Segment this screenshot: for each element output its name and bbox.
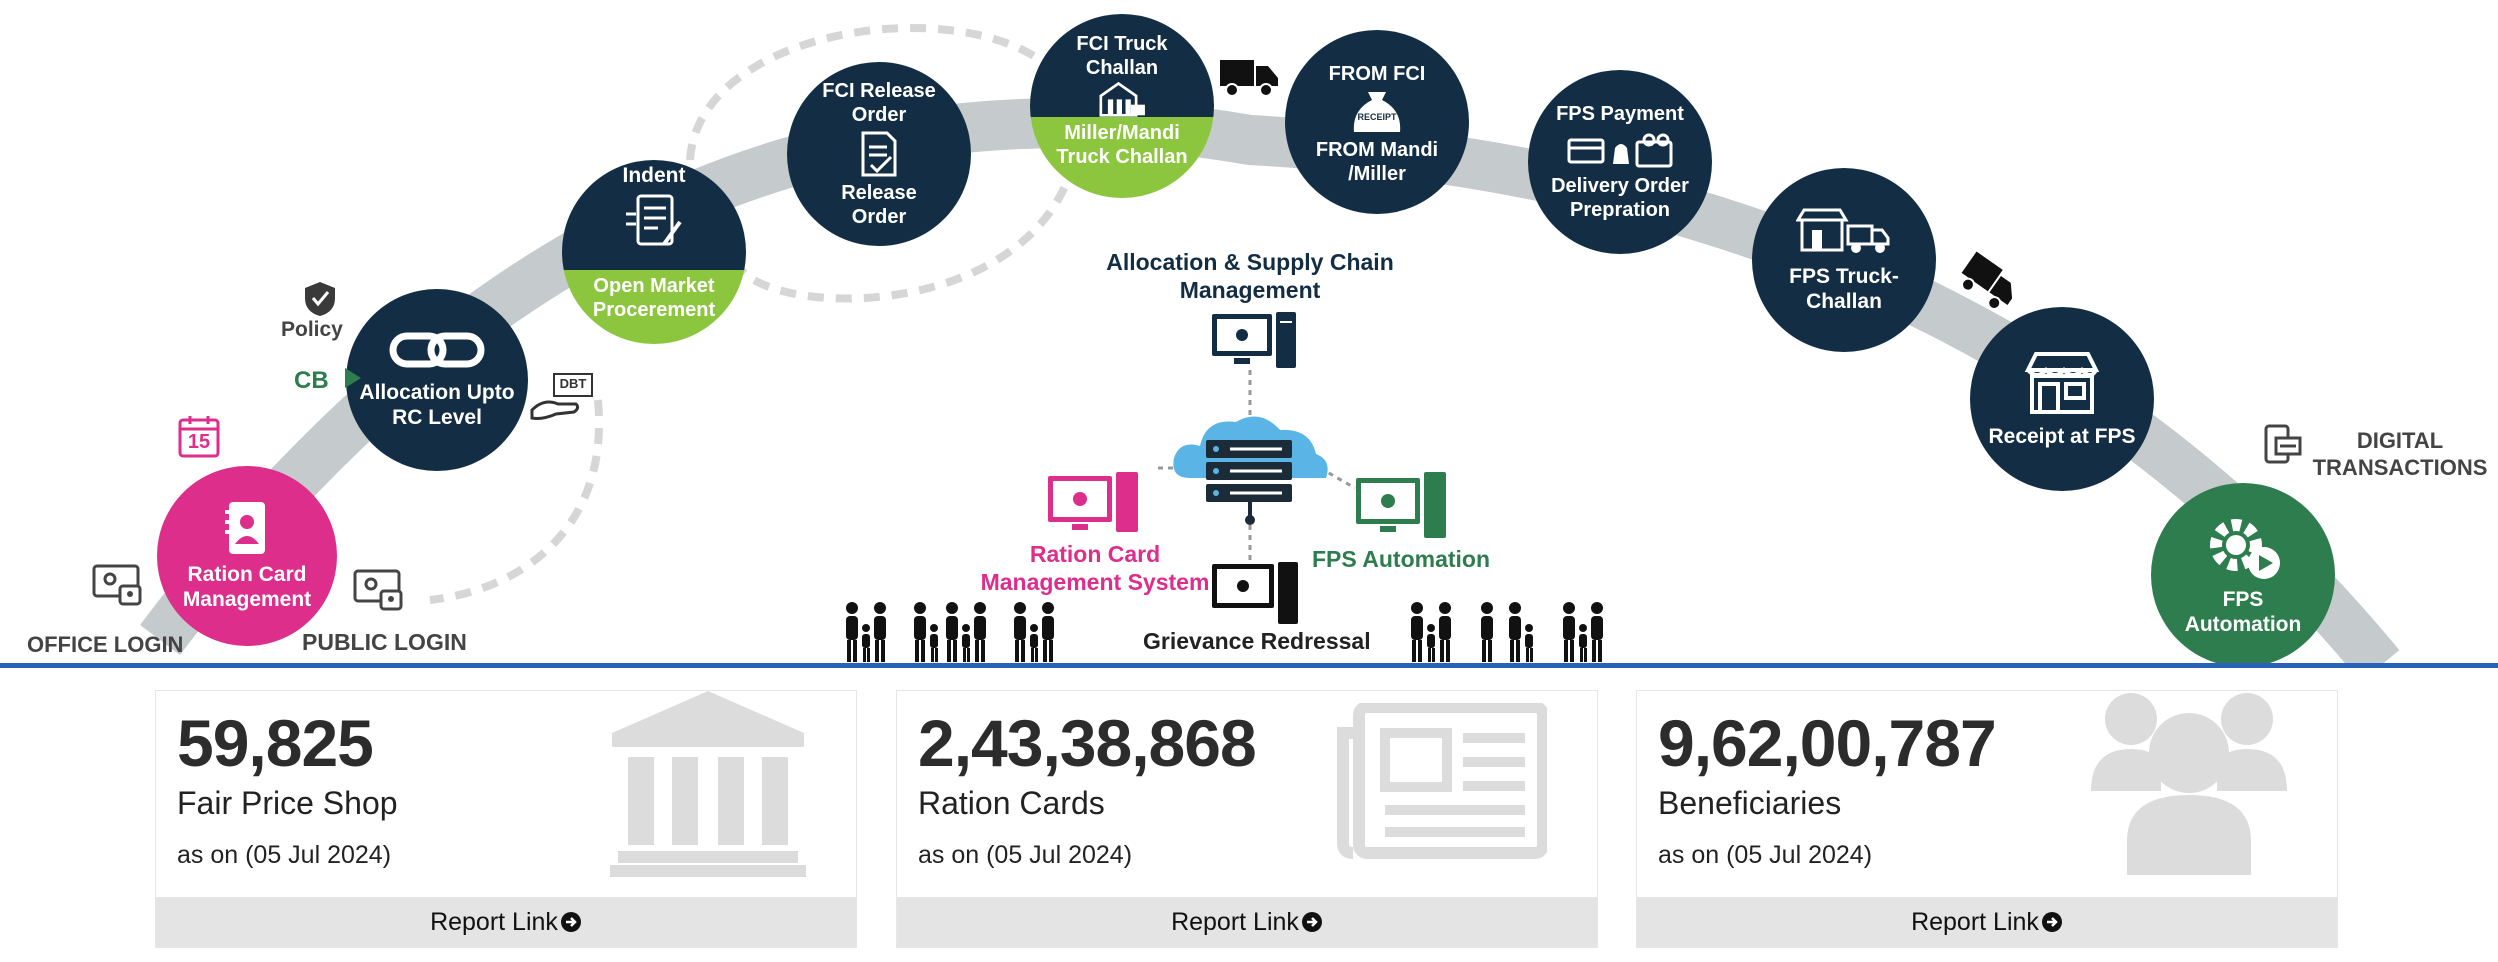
- report-link-label: Report Link: [1911, 907, 2039, 936]
- payment-icon: [1567, 133, 1673, 168]
- warehouse-icon: [1099, 81, 1145, 117]
- fps-automation-label: FPS Automation: [1312, 546, 1491, 572]
- arrow-circle-right-icon: [560, 912, 581, 932]
- gear-play-icon: [2210, 519, 2280, 579]
- stat-date: as on (05 Jul 2024): [1658, 841, 1873, 869]
- store-icon: [2024, 351, 2100, 414]
- node-label: FPS Truck-Challan: [1789, 265, 1899, 313]
- stat-value: 2,43,38,868: [918, 706, 1257, 780]
- node-receipt-from-fci[interactable]: FROM FCI RECEIPT FROM Mandi /Miller: [1285, 30, 1469, 214]
- public-login-link[interactable]: PUBLIC LOGIN: [302, 629, 467, 655]
- node-fps-payment[interactable]: FPS Payment Delivery Order Prepration: [1528, 70, 1712, 254]
- report-link-button[interactable]: Report Link: [156, 897, 856, 947]
- arrow-circle-right-icon: [1301, 912, 1322, 932]
- grievance-computer-icon: [1212, 562, 1298, 624]
- node-label-bottom: Open Market Procerement: [592, 275, 716, 322]
- node-label-bottom: Miller/Mandi Truck Challan: [1056, 122, 1188, 169]
- stat-card-beneficiaries: 9,62,00,787 Beneficiaries as on (05 Jul …: [1636, 690, 2338, 948]
- node-fci-release-order[interactable]: FCI Release Order Release Order: [787, 62, 971, 246]
- id-book-icon: [225, 502, 265, 554]
- stat-label: Fair Price Shop: [177, 785, 398, 821]
- report-link-button[interactable]: Report Link: [1637, 897, 2337, 947]
- stat-date: as on (05 Jul 2024): [177, 841, 392, 869]
- truck-challan-bottom: Miller/Mandi Truck Challan: [1030, 117, 1214, 198]
- rcms-computer-icon: [1048, 472, 1138, 532]
- node-allocation-upto-rc[interactable]: Allocation Upto RC Level: [346, 289, 528, 471]
- report-link-button[interactable]: Report Link: [897, 897, 1597, 947]
- people-group-icon: [1411, 602, 1603, 662]
- stat-card-ration-cards: 2,43,38,868 Ration Cards as on (05 Jul 2…: [896, 690, 1598, 948]
- link-chain-icon: [389, 332, 485, 368]
- dbt-hand-icon: DBT: [530, 372, 596, 422]
- truck-challan-top: FCI Truck Challan: [1030, 14, 1214, 118]
- dbt-label: DBT: [559, 376, 587, 391]
- supply-chain-infographic: Ration Card Management Allocation Upto R…: [27, 14, 2488, 667]
- dashed-loop-left: [429, 399, 604, 604]
- stat-date: as on (05 Jul 2024): [918, 841, 1133, 869]
- office-login-icon[interactable]: [92, 564, 144, 608]
- play-arrow-icon: [345, 368, 361, 388]
- digital-transactions-icon: [2264, 424, 2302, 464]
- arrow-circle-right-icon: [2041, 912, 2062, 932]
- people-group-icon: [846, 602, 1054, 662]
- office-login-link[interactable]: OFFICE LOGIN: [27, 632, 184, 657]
- node-label-top: FPS Payment: [1556, 103, 1684, 125]
- computer-icon: [1212, 312, 1296, 368]
- indent-top: Indent: [562, 160, 746, 271]
- stat-value: 9,62,00,787: [1658, 706, 1997, 780]
- fps-automation-computer-icon: [1356, 472, 1446, 538]
- receipt-tag: RECEIPT: [1357, 112, 1397, 122]
- node-truck-challan[interactable]: FCI Truck Challan Miller/Mandi Truck Cha…: [1030, 14, 1214, 198]
- node-label-bottom: Delivery Order Prepration: [1551, 175, 1689, 221]
- node-label-top: FCI Truck Challan: [1076, 33, 1168, 79]
- node-label: FPS Automation: [2184, 588, 2302, 636]
- node-label: Allocation Upto RC Level: [359, 381, 515, 429]
- dashed-loop-top: [686, 24, 1085, 303]
- policy-label: Policy: [281, 318, 343, 341]
- stat-card-fair-price-shop: 59,825 Fair Price Shop as on (05 Jul 202…: [155, 690, 857, 948]
- node-fps-truck-challan[interactable]: FPS Truck-Challan: [1752, 168, 1936, 352]
- grievance-label: Grievance Redressal: [1143, 628, 1371, 654]
- document-check-icon: [861, 131, 897, 177]
- connector-right: [1319, 466, 1356, 490]
- cloud-server-icon: [1173, 416, 1328, 525]
- stat-label: Ration Cards: [918, 785, 1105, 821]
- newspaper-icon: [1337, 703, 1547, 859]
- cb-label: CB: [294, 367, 329, 394]
- node-fps-automation[interactable]: FPS Automation: [2151, 483, 2335, 667]
- indent-bottom: Open Market Procerement: [562, 270, 746, 344]
- node-ration-card-management[interactable]: Ration Card Management: [157, 466, 337, 646]
- truck-icon: [1220, 60, 1278, 97]
- digital-transactions-label: DIGITAL TRANSACTIONS: [2312, 428, 2488, 480]
- stat-value: 59,825: [177, 706, 374, 780]
- node-label-top: FCI Release Order: [822, 80, 936, 126]
- users-group-icon: [2091, 693, 2287, 875]
- node-label-bottom: FROM Mandi /Miller: [1315, 139, 1439, 185]
- report-link-label: Report Link: [1171, 907, 1299, 936]
- bank-building-icon: [610, 691, 806, 877]
- section-divider: [0, 663, 2498, 668]
- receipt-bag-icon: RECEIPT: [1350, 90, 1404, 134]
- calendar-icon: 15: [178, 414, 220, 458]
- checklist-icon: [626, 194, 682, 246]
- stat-label: Beneficiaries: [1658, 785, 1842, 821]
- shop-truck-icon: [1796, 208, 1890, 253]
- policy-shield-icon: [305, 282, 335, 316]
- node-label: Ration Card Management: [182, 563, 312, 611]
- node-label-bottom: Release Order: [841, 182, 917, 228]
- truck-icon: [1961, 251, 2013, 311]
- public-login-icon[interactable]: [353, 569, 405, 613]
- report-link-label: Report Link: [430, 907, 558, 936]
- rcms-label: Ration Card Management System: [980, 541, 1210, 595]
- node-receipt-at-fps[interactable]: Receipt at FPS: [1970, 307, 2154, 491]
- allocation-supply-chain-title: Allocation & Supply Chain Management: [1106, 249, 1394, 303]
- calendar-day: 15: [187, 431, 211, 453]
- node-label-top: FROM FCI: [1328, 63, 1426, 85]
- node-indent[interactable]: Indent Open Market Procerement: [562, 160, 746, 344]
- node-label: Receipt at FPS: [1988, 424, 2136, 448]
- node-label-top: Indent: [622, 164, 686, 187]
